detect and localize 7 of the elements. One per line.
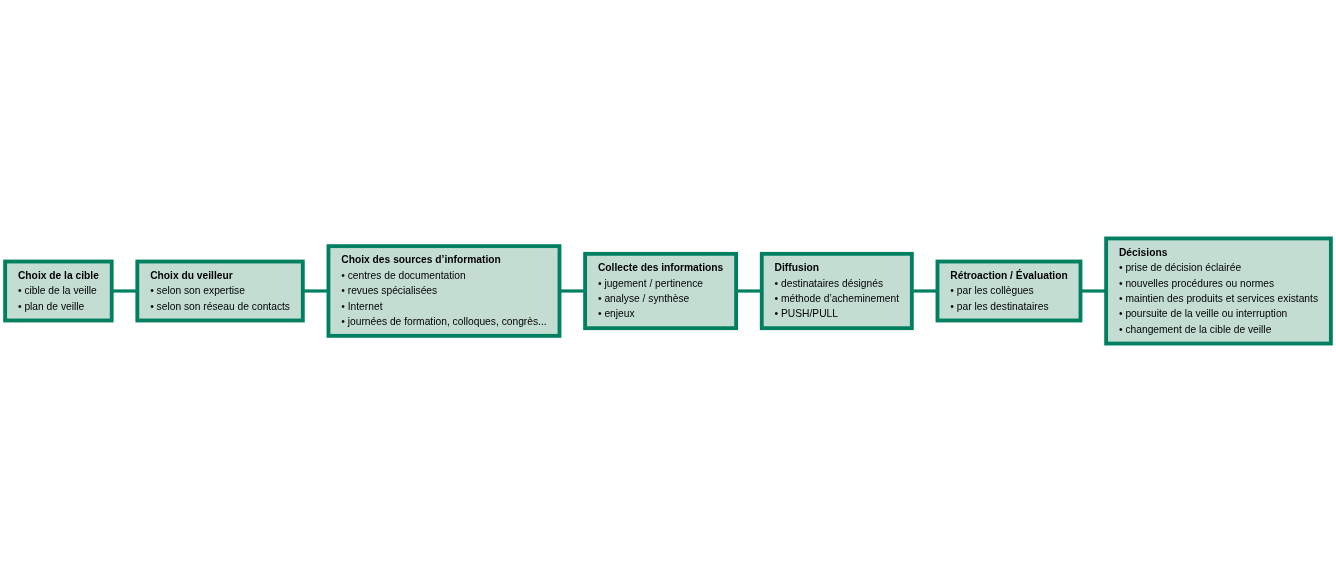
node-box: Diffusion • destinataires désignés • méthode d’acheminement • PUSH/PULL: [759, 251, 914, 331]
node-box: Choix des sources d’information • centres de documentation • revues spécialisées • Internet • journées de formation, colloques, congrès...: [326, 244, 562, 338]
node-box: Choix du veilleur • selon son expertise • selon son réseau de contacts: [135, 259, 305, 323]
node-box: Décisions • prise de décision éclairée • nouvelles procédures ou normes • maintien des produits et services existants • poursuite de la veille ou interruption • changement de la cible de veille: [1104, 236, 1333, 346]
node-box: Rétroaction / Évaluation • par les collègues • par les destinataires: [935, 259, 1083, 323]
node-box: Collecte des informations • jugement / pertinence • analyse / synthèse • enjeux: [583, 251, 739, 331]
node-box: Choix de la cible • cible de la veille • plan de veille: [3, 259, 114, 323]
